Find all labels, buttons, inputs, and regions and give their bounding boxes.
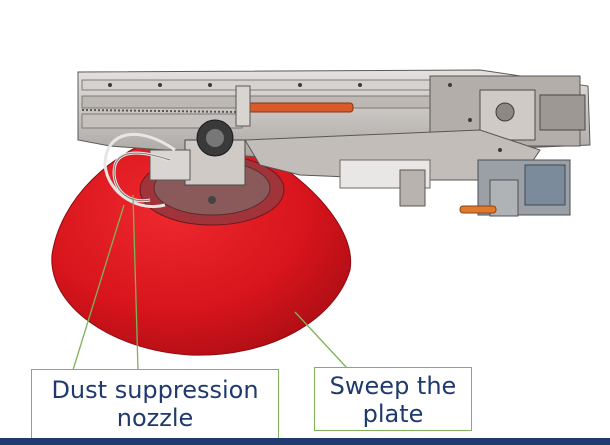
- nozzle-label-line2: nozzle: [116, 404, 194, 432]
- plate-label-line1: Sweep the: [329, 372, 457, 400]
- drive-unit: [149, 119, 246, 204]
- nozzle-label-line1: Dust suppression: [51, 376, 259, 404]
- dust-suppression-nozzle-label: Dust suppression nozzle: [31, 369, 279, 439]
- dust-nozzle-pipes: [103, 133, 176, 208]
- sweep-plate-label: Sweep the plate: [314, 367, 472, 431]
- plate-label-line2: plate: [362, 400, 424, 428]
- bottom-bar: [0, 438, 610, 445]
- leader-lines: [72, 194, 348, 371]
